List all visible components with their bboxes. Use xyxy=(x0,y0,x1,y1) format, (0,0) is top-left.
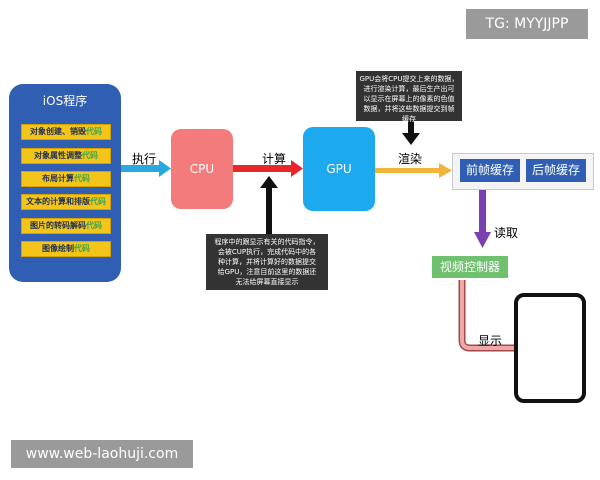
ios-item-text-layout: 文本的计算和排版代码 xyxy=(21,194,111,210)
tg-watermark: TG: MYYJJPP xyxy=(466,9,588,39)
cpu-node: CPU xyxy=(171,129,233,209)
gpu-node: GPU xyxy=(303,127,375,211)
cpu-note-pointer xyxy=(260,176,278,234)
gpu-note-line: 以显示在屏幕上的像素的色值 xyxy=(363,95,455,103)
compute-label: 计算 xyxy=(262,152,287,166)
cpu-note-line: 给GPU，注意目前这里的数据还 xyxy=(217,268,317,276)
front-buffer: 前帧缓存 xyxy=(460,159,520,182)
gpu-note-line: 数据，并将这些数据提交到帧 xyxy=(363,105,455,113)
execute-arrow xyxy=(121,160,171,177)
display-label: 显示 xyxy=(478,334,503,348)
read-label: 读取 xyxy=(494,226,519,240)
ios-item-property-adjust: 对象属性调整代码 xyxy=(21,148,111,164)
web-watermark: www.web-laohuji.com xyxy=(11,440,193,468)
cpu-note-line: 程序中的跟显示有关的代码指令， xyxy=(214,238,320,246)
render-label: 渲染 xyxy=(398,152,423,166)
gpu-note-line: GPU会将CPU提交上来的数据， xyxy=(359,75,459,83)
ios-item-drawing: 图像绘制代码 xyxy=(21,241,111,257)
ios-item-image-decode: 图片的转码解码代码 xyxy=(21,218,111,234)
ios-item-layout: 布局计算代码 xyxy=(21,171,111,187)
cpu-note-line: 种计算，并将计算好的数据提交 xyxy=(218,258,316,266)
gpu-note-line: 进行渲染计算，最后生产出可 xyxy=(363,85,455,93)
gpu-note-line: 缓存 xyxy=(402,115,416,123)
render-arrow xyxy=(375,163,452,178)
video-controller-node: 视频控制器 xyxy=(432,256,508,278)
ios-program-title: iOS程序 xyxy=(42,94,88,108)
back-buffer: 后帧缓存 xyxy=(526,159,586,182)
compute-arrow xyxy=(233,160,303,177)
execute-label: 执行 xyxy=(132,152,157,166)
gpu-note-pointer xyxy=(402,120,420,145)
screen-tablet-icon xyxy=(514,293,586,403)
ios-item-object-lifecycle: 对象创建、销毁代码 xyxy=(21,124,111,140)
gpu-note: GPU会将CPU提交上来的数据， 进行渲染计算，最后生产出可 以显示在屏幕上的像… xyxy=(356,71,462,123)
cpu-note: 程序中的跟显示有关的代码指令， 会被CUP执行，完成代码中的各 种计算，并将计算… xyxy=(206,234,328,290)
cpu-note-line: 无法给屏幕直接显示 xyxy=(235,278,299,286)
read-arrow xyxy=(474,190,491,248)
cpu-note-line: 会被CUP执行，完成代码中的各 xyxy=(217,248,317,256)
